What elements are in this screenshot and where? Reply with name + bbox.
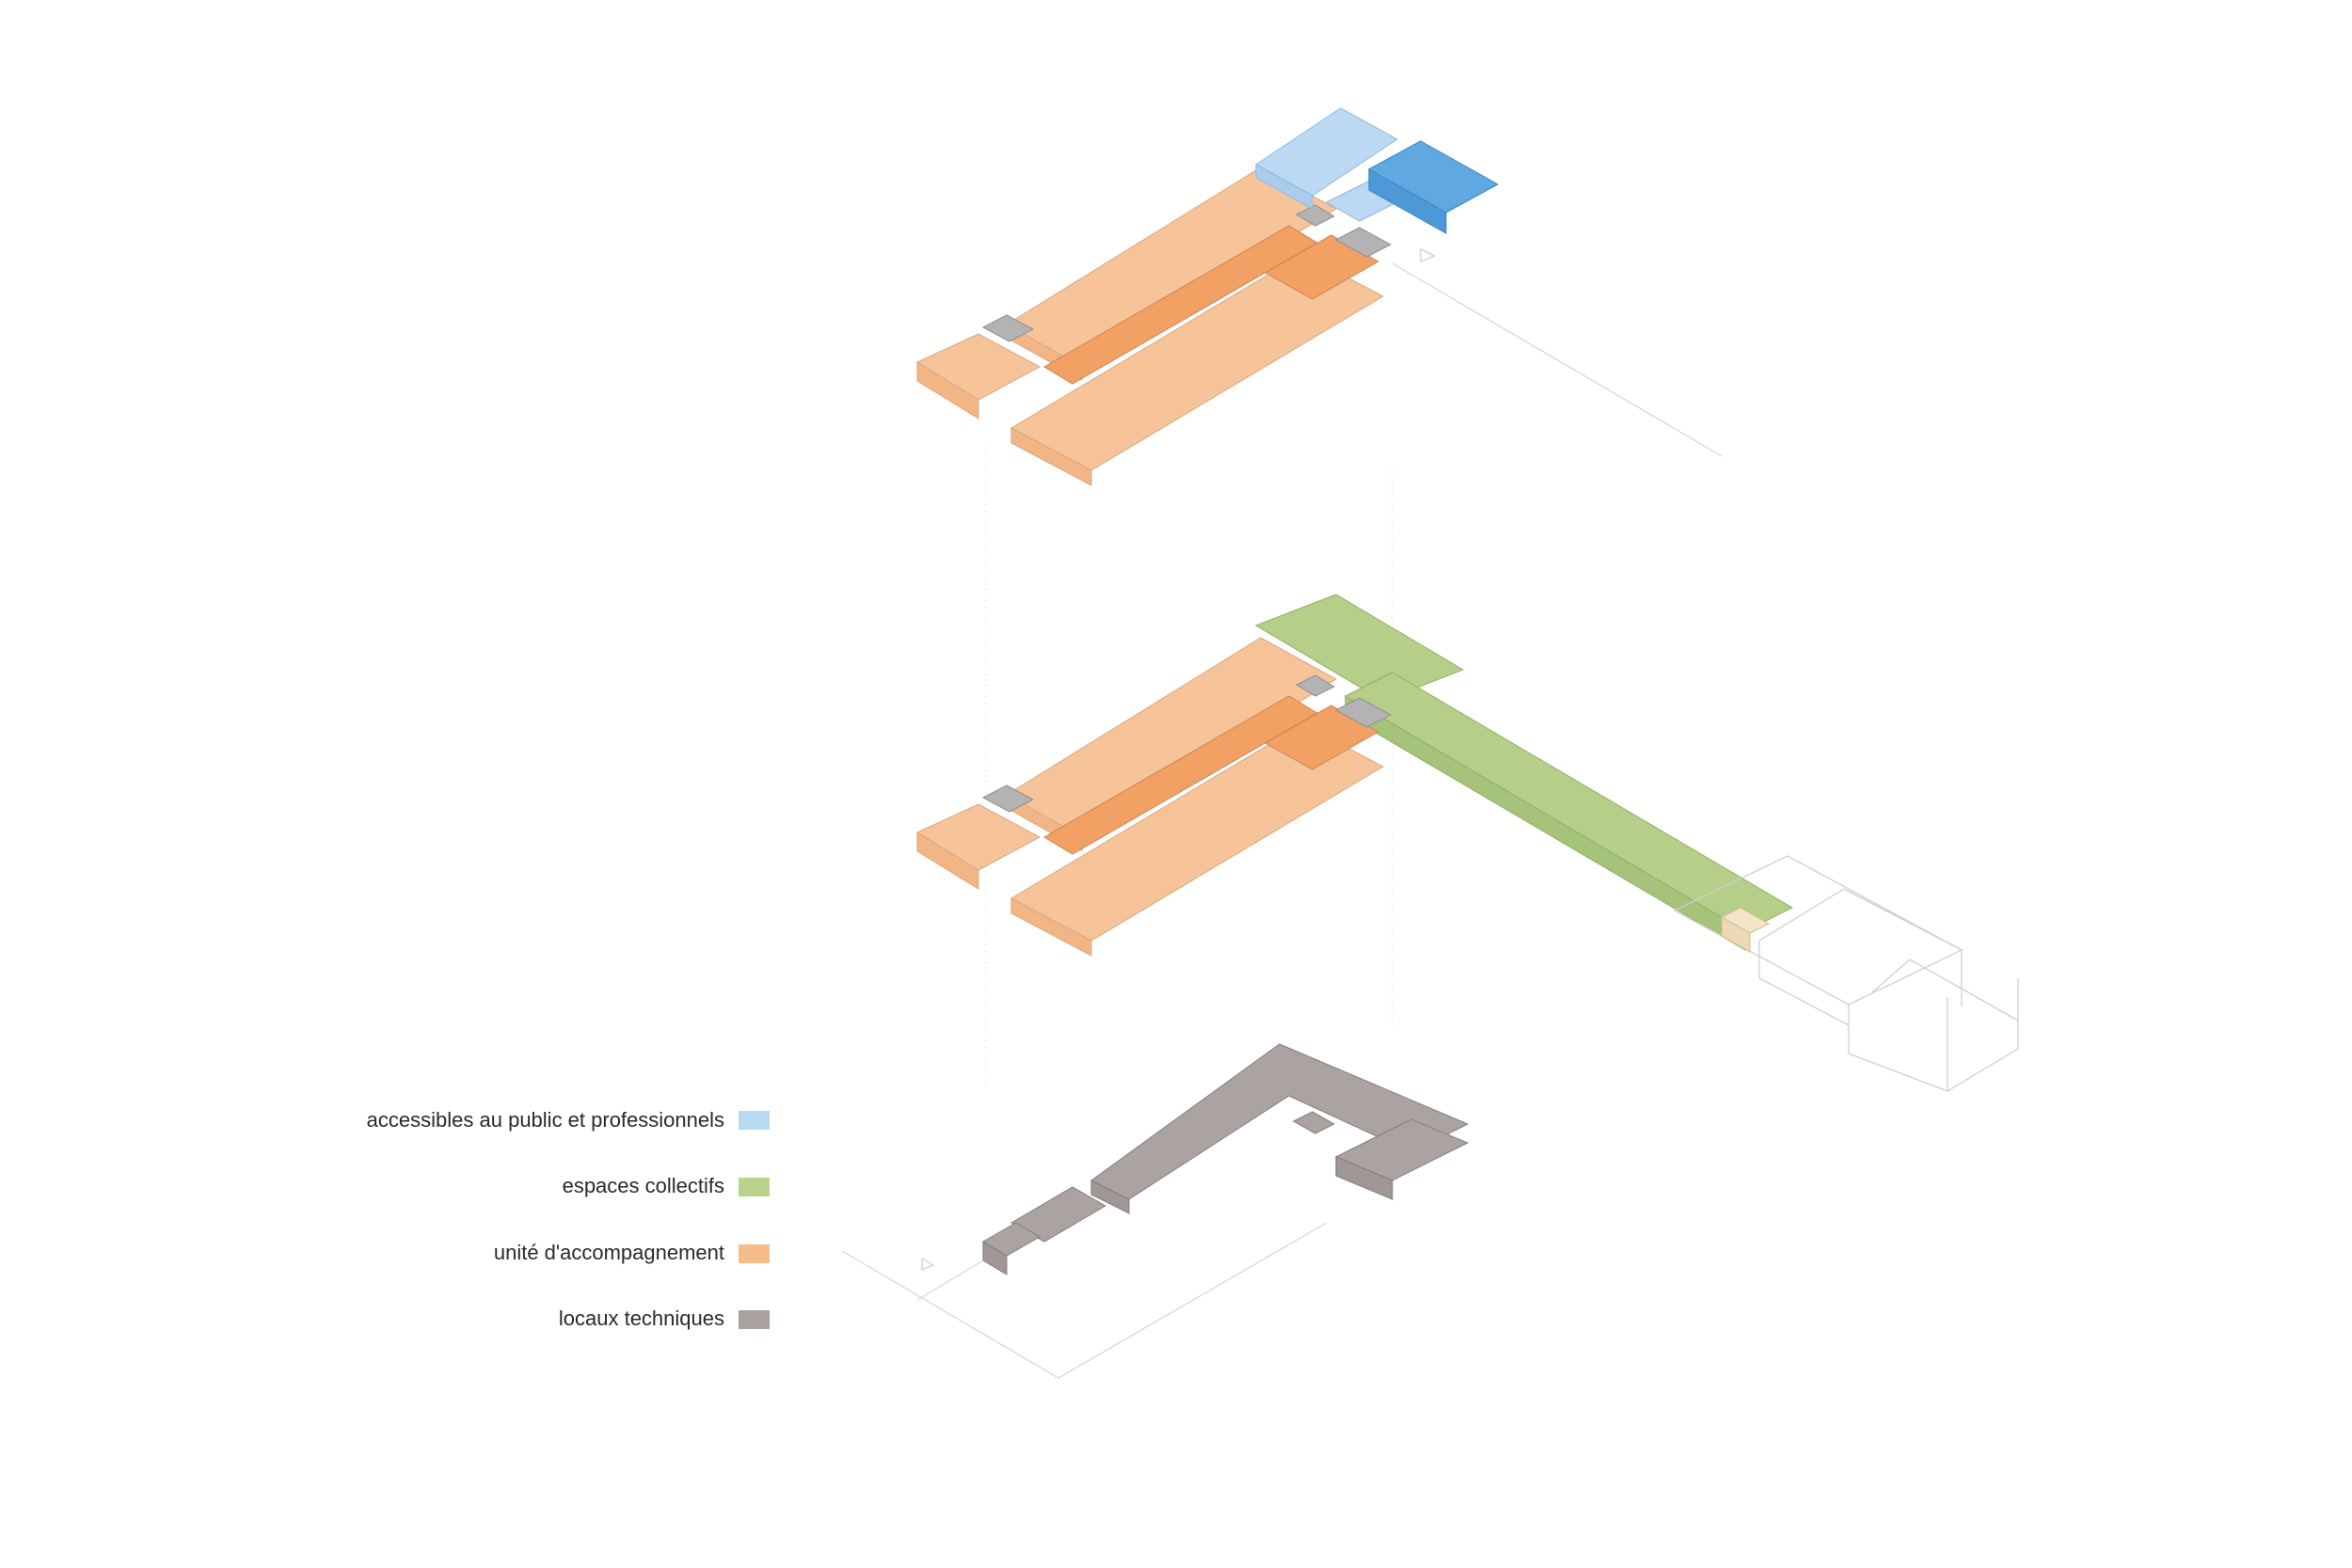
legend: accessibles au public et professionnels … (367, 1108, 770, 1330)
level-bottom (841, 1043, 1470, 1379)
level-middle (915, 594, 2019, 1092)
technique-block (1292, 1111, 1336, 1134)
legend-swatch-collectif (739, 1178, 770, 1196)
collectif-corridor (1254, 594, 1465, 702)
projection-lines (985, 442, 1393, 1091)
technique-block (1295, 204, 1336, 227)
technique-block (1295, 674, 1336, 697)
legend-label-unite: unité d'accompagnement (494, 1241, 724, 1264)
legend-label-technique: locaux techniques (559, 1307, 724, 1330)
unite-block-dark (1263, 234, 1380, 300)
collectif-corridor (1343, 672, 1794, 932)
legend-swatch-technique (739, 1310, 770, 1329)
existing-building-outline (1674, 855, 2019, 1092)
technique-block (1334, 227, 1392, 258)
legend-swatch-public (739, 1111, 770, 1130)
unite-block-dark (1263, 705, 1380, 770)
technique-block (1334, 697, 1392, 728)
technique-block (981, 784, 1035, 813)
legend-label-collectif: espaces collectifs (563, 1174, 724, 1197)
technique-block (981, 314, 1035, 342)
legend-swatch-unite (739, 1244, 770, 1263)
legend-label-public: accessibles au public et professionnels (367, 1108, 724, 1132)
level-top (915, 107, 1723, 486)
